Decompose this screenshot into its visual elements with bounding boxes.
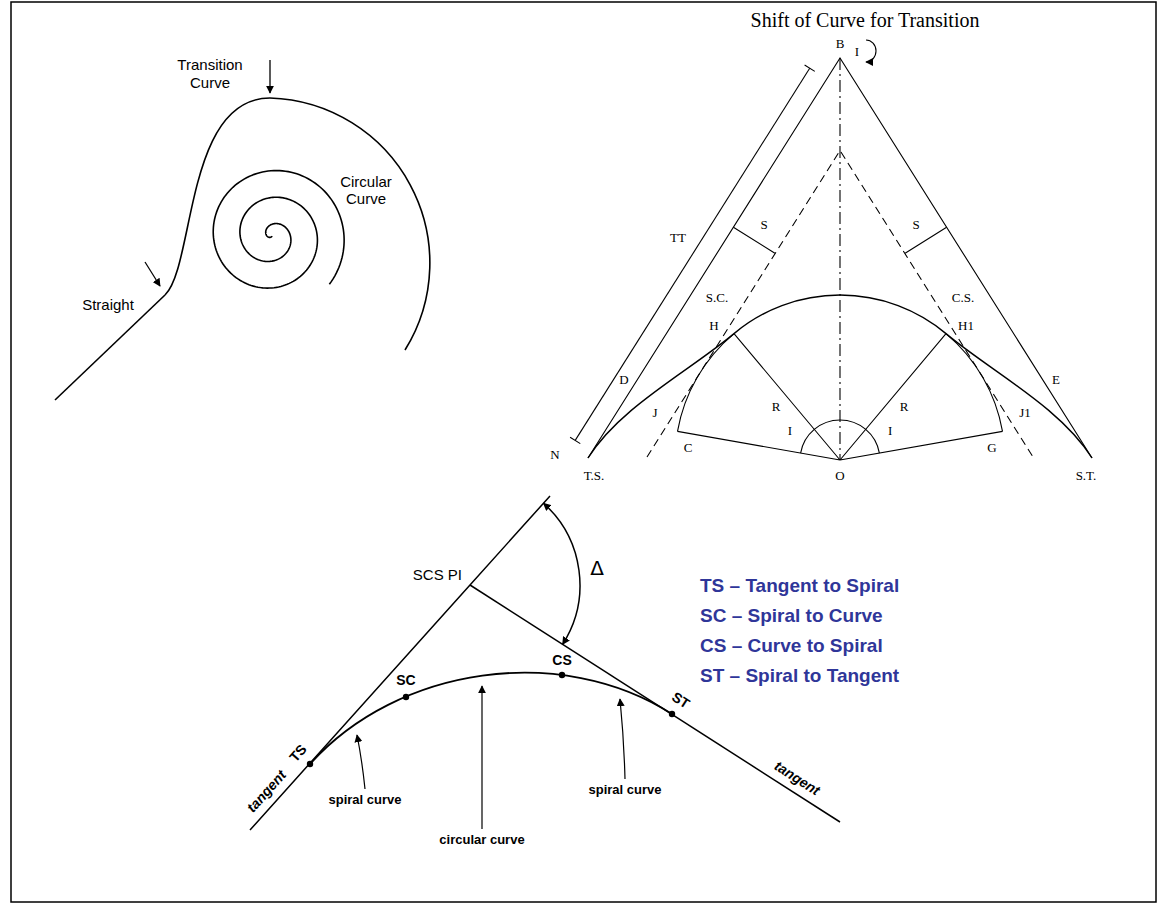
angle-label: I <box>888 424 892 439</box>
point-label: C <box>684 441 693 456</box>
straight-line <box>55 295 165 400</box>
radius-line <box>678 334 1003 460</box>
transition-curve <box>165 98 270 295</box>
point-label: D <box>619 373 628 388</box>
pointer-arrow <box>357 735 365 789</box>
angle-label: Δ <box>590 557 604 580</box>
angle-label: I <box>788 424 792 439</box>
point-label: E <box>1052 373 1060 388</box>
point-label: J1 <box>1019 406 1031 421</box>
spiral-curve <box>946 334 1092 458</box>
curve-label: spiral curve <box>589 783 662 798</box>
point-label: CS <box>552 652 571 668</box>
angle-arrow <box>866 40 876 62</box>
curve-label: Circular Curve <box>334 173 398 208</box>
curve-label: circular curve <box>439 833 524 848</box>
pointer-arrow <box>145 262 160 286</box>
curve-extension <box>946 334 1003 432</box>
bisector-line <box>839 58 840 460</box>
point-label: S.C. <box>706 291 728 306</box>
point-dot <box>669 711 675 717</box>
point-label: O <box>835 469 844 484</box>
line-label: tangent <box>772 758 823 799</box>
point-label: N <box>550 448 559 463</box>
key-text: CS – Curve to Spiral <box>700 635 883 657</box>
point-label: TS <box>286 741 310 765</box>
line-label: tangent <box>243 767 289 815</box>
pointer-arrow <box>481 686 482 829</box>
circular-curve <box>734 295 946 334</box>
point-label: G <box>987 441 996 456</box>
point-label: J <box>652 406 657 421</box>
dimension-label: TT <box>670 231 686 246</box>
point-dot <box>403 694 409 700</box>
point-label: SC <box>396 672 415 688</box>
circular-curve <box>270 98 430 350</box>
radius-label: R <box>900 400 909 415</box>
key-text: ST – Spiral to Tangent <box>700 665 899 687</box>
point-label: B <box>836 37 845 52</box>
curve-label: spiral curve <box>329 793 402 808</box>
point-label: T.S. <box>584 469 605 484</box>
point-label: SCS PI <box>413 566 462 583</box>
dimension-label: S <box>912 218 919 233</box>
curve-label: Straight <box>82 296 134 313</box>
delta-arc <box>544 503 580 644</box>
point-label: ST <box>669 689 693 712</box>
pointer-arrow <box>269 60 270 93</box>
key-text: SC – Spiral to Curve <box>700 605 883 627</box>
curve-label: Transition Curve <box>169 56 251 91</box>
border-frame <box>11 2 1156 902</box>
key-text: TS – Tangent to Spiral <box>700 575 899 597</box>
pointer-arrow <box>620 699 625 779</box>
curve-extension <box>678 334 735 432</box>
point-dot <box>307 761 313 767</box>
tangent-line <box>250 496 550 830</box>
point-label: C.S. <box>952 291 974 306</box>
point-label: S.T. <box>1076 469 1097 484</box>
spiral-curve <box>213 171 344 289</box>
angle-label: I <box>855 45 859 60</box>
figure-title: Shift of Curve for Transition <box>751 9 980 32</box>
spiral-curve <box>588 334 734 458</box>
point-label: H <box>709 319 718 334</box>
point-dot <box>559 672 565 678</box>
curve-line <box>310 673 672 764</box>
angle-arc <box>801 420 880 453</box>
point-label: H1 <box>958 319 974 334</box>
dimension-label: S <box>760 218 767 233</box>
radius-label: R <box>772 400 781 415</box>
